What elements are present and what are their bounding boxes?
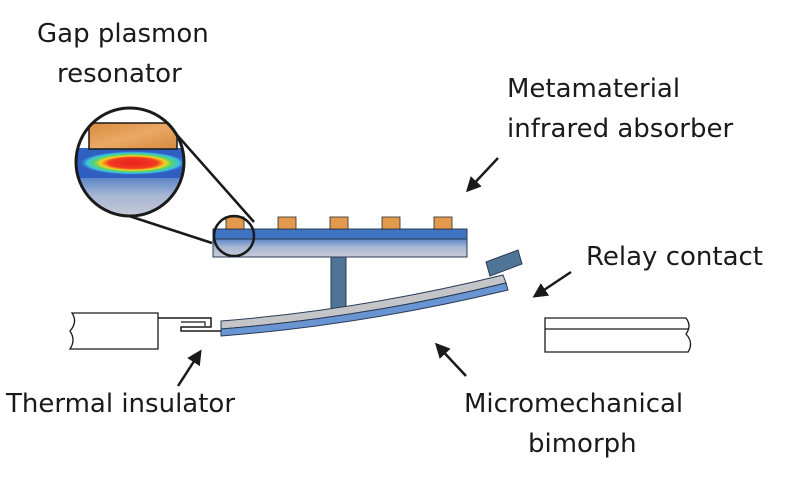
label-thermal-insulator: Thermal insulator — [5, 389, 235, 419]
relay-contact-pad — [485, 249, 523, 277]
metamaterial-absorber — [212, 214, 468, 258]
left-anchor — [68, 312, 221, 350]
small-magnifier-circle — [212, 214, 256, 258]
support-post — [330, 256, 347, 312]
gold-resonator — [433, 216, 453, 230]
arrow-relay-contact — [532, 270, 572, 298]
label-metamaterial-line1: Metamaterial — [507, 74, 680, 104]
gold-resonator — [381, 216, 401, 230]
label-gap-plasmon-line2: resonator — [57, 59, 182, 89]
plasmon-field-hotspot — [79, 151, 184, 175]
gold-resonator — [329, 216, 349, 230]
label-relay-contact: Relay contact — [586, 242, 763, 272]
inset-gold-resonator — [88, 122, 178, 150]
thermal-insulator-meander — [158, 317, 221, 332]
right-contact-electrode — [544, 317, 692, 353]
label-bimorph-line2: bimorph — [528, 429, 637, 459]
magnified-resonator-inset — [74, 106, 255, 245]
arrow-metamaterial — [465, 157, 499, 193]
arrow-thermal-insulator — [176, 349, 202, 387]
label-metamaterial-line2: infrared absorber — [507, 114, 733, 144]
label-gap-plasmon-line1: Gap plasmon — [37, 19, 209, 49]
magnifier-line-top — [176, 134, 255, 223]
gold-resonator — [225, 216, 245, 230]
absorber-dielectric — [212, 228, 468, 240]
bimorph-top-layer — [220, 274, 507, 330]
resonator-array — [225, 216, 453, 230]
bimorph-bottom-layer — [220, 282, 509, 337]
micromechanical-bimorph — [220, 249, 523, 337]
arrow-bimorph — [434, 342, 467, 377]
gold-resonator — [277, 216, 297, 230]
label-bimorph-line1: Micromechanical — [464, 389, 683, 419]
magnifier-line-bottom — [128, 214, 213, 245]
